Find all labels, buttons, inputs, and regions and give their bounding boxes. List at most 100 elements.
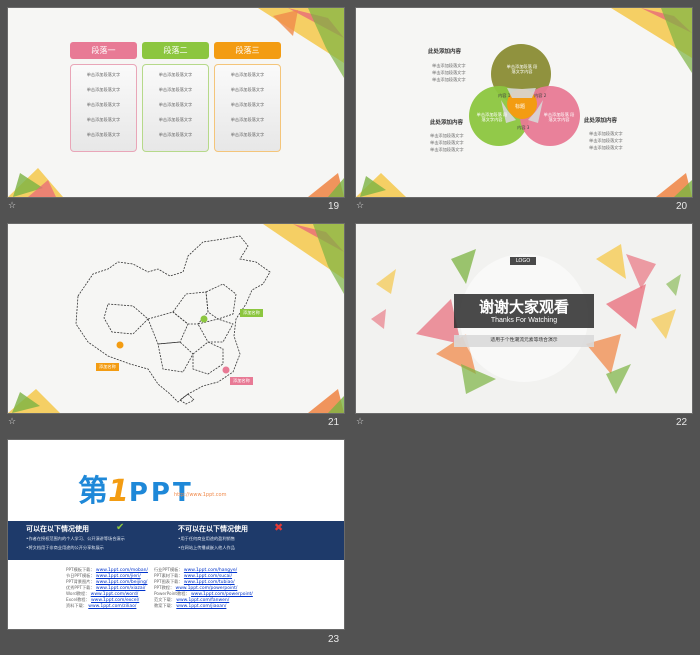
slide-thumbnail-23[interactable]: 第1PPT http://www.1ppt.com 可以在以下情况使用 ✔ •作… bbox=[8, 440, 344, 629]
column-2-line: 单击添加段落文字 bbox=[158, 132, 193, 137]
title-band bbox=[454, 294, 594, 328]
closing-tagline: 适用于个性潮流元素等场合演示 bbox=[490, 338, 558, 343]
column-2-line: 单击添加段落文字 bbox=[158, 87, 193, 92]
slide-number: 19 bbox=[328, 201, 340, 212]
resource-link[interactable]: www.1ppt.com/xiazai/ bbox=[95, 586, 146, 591]
link-label: 资料下载： bbox=[66, 603, 87, 608]
usage-banner: 可以在以下情况使用 ✔ •作者在授权范围内的个人学习、公开演讲等场合演示 •将文… bbox=[8, 521, 344, 560]
resource-link[interactable]: www.1ppt.com/jieri/ bbox=[95, 574, 141, 579]
triangle-decoration bbox=[356, 8, 692, 197]
resource-link[interactable]: www.1ppt.com/fanwen/ bbox=[176, 598, 230, 603]
star-icon[interactable]: ☆ bbox=[356, 201, 365, 211]
cannot-line: •用于任何商业用途的盈利销售 bbox=[178, 536, 235, 541]
link-row: 节日PPT模板： www.1ppt.com/jieri/ bbox=[66, 573, 148, 580]
slide-thumbnail-22[interactable]: LOGO 谢谢大家观看 Thanks For Watching 适用于个性潮流元… bbox=[356, 224, 692, 413]
link-label: 行业PPT模板： bbox=[154, 567, 183, 572]
column-3-line: 单击添加段落文字 bbox=[230, 102, 265, 107]
bullet: 单击添加段落文字 bbox=[430, 147, 464, 152]
circle-text-top: 单击添加段落 段落文字内容 bbox=[506, 64, 538, 75]
link-row: PPT素材下载： www.1ppt.com/sucai/ bbox=[154, 573, 253, 580]
link-row: PPT模板下载： www.1ppt.com/moban/ bbox=[66, 567, 148, 574]
link-row: PPT图表下载： www.1ppt.com/tubiao/ bbox=[154, 579, 253, 586]
map-label-orange: 添加名称 bbox=[96, 363, 119, 372]
logo-badge: LOGO bbox=[510, 257, 536, 265]
resource-link[interactable]: www.1ppt.com/ziliao/ bbox=[88, 604, 137, 609]
column-2-line: 单击添加段落文字 bbox=[158, 72, 193, 77]
resource-link[interactable]: www.1ppt.com/tubiao/ bbox=[183, 580, 235, 585]
resource-links-left: PPT模板下载： www.1ppt.com/moban/ 节日PPT模板： ww… bbox=[66, 567, 148, 610]
china-map bbox=[75, 235, 271, 405]
link-label: PPT素材下载： bbox=[154, 573, 183, 578]
column-2-title: 段落二 bbox=[142, 42, 209, 59]
brand-first: 第 bbox=[78, 474, 108, 509]
slide-number: 20 bbox=[676, 201, 688, 212]
cross-icon: ✖ bbox=[274, 521, 284, 534]
star-icon[interactable]: ☆ bbox=[8, 201, 17, 211]
bullet: 单击添加段落文字 bbox=[430, 140, 464, 145]
slide-thumbnail-21[interactable]: 添加名称 添加名称 添加名称 bbox=[8, 224, 344, 413]
closing-title: 谢谢大家观看 bbox=[478, 298, 569, 316]
slide-thumbnail-20[interactable]: 此处添加内容 单击添加段落文字 单击添加段落文字 单击添加段落文字 此处添加内容… bbox=[356, 8, 692, 197]
venn-title: 标题 bbox=[515, 104, 526, 110]
resource-link[interactable]: www.1ppt.com/excel/ bbox=[91, 598, 140, 603]
marker-orange bbox=[116, 341, 124, 349]
column-2-line: 单击添加段落文字 bbox=[158, 102, 193, 107]
marker-green bbox=[200, 315, 208, 323]
triangle-decoration bbox=[8, 8, 344, 197]
can-line: •作者在授权范围内的个人学习、公开演讲等场合演示 bbox=[26, 536, 125, 541]
resource-link[interactable]: www.1ppt.com/beijing/ bbox=[95, 580, 148, 585]
circle-text-left: 单击添加段落 段落文字内容 bbox=[476, 112, 508, 123]
resource-link[interactable]: www.1ppt.com/word/ bbox=[90, 592, 139, 597]
link-row: Excel教程： www.1ppt.com/excel/ bbox=[66, 597, 148, 604]
segment-1: 内容 1 bbox=[498, 93, 511, 98]
map-label-pink: 添加名称 bbox=[230, 377, 253, 386]
link-label: PPT模板下载： bbox=[66, 567, 95, 572]
column-1-box: 单击添加段落文字 单击添加段落文字 单击添加段落文字 单击添加段落文字 单击添加… bbox=[70, 64, 137, 152]
cannot-title: 不可以在以下情况使用 bbox=[178, 525, 248, 533]
link-row: 教案下载： www.1ppt.com/jiaoan/ bbox=[154, 603, 253, 610]
column-3-line: 单击添加段落文字 bbox=[230, 72, 265, 77]
link-row: Word教程： www.1ppt.com/word/ bbox=[66, 591, 148, 598]
link-label: 节日PPT模板： bbox=[66, 573, 95, 578]
column-2: 段落二 单击添加段落文字 单击添加段落文字 单击添加段落文字 单击添加段落文字 … bbox=[142, 42, 209, 152]
resource-link[interactable]: www.1ppt.com/sucai/ bbox=[183, 574, 233, 579]
link-row: 范文下载： www.1ppt.com/fanwen/ bbox=[154, 597, 253, 604]
resource-link[interactable]: www.1ppt.com/jiaoan/ bbox=[176, 604, 227, 609]
bullet: 单击添加段落文字 bbox=[589, 145, 623, 150]
resource-link[interactable]: www.1ppt.com/powerpoint/ bbox=[190, 592, 253, 597]
slide-thumbnail-19[interactable]: 段落一 单击添加段落文字 单击添加段落文字 单击添加段落文字 单击添加段落文字 … bbox=[8, 8, 344, 197]
column-1: 段落一 单击添加段落文字 单击添加段落文字 单击添加段落文字 单击添加段落文字 … bbox=[70, 42, 137, 152]
column-3-title: 段落三 bbox=[214, 42, 281, 59]
resource-links-right: 行业PPT模板： www.1ppt.com/hangye/ PPT素材下载： w… bbox=[154, 567, 253, 610]
column-3-line: 单击添加段落文字 bbox=[230, 117, 265, 122]
link-row: 优秀PPT下载： www.1ppt.com/xiazai/ bbox=[66, 585, 148, 592]
link-label: 优秀PPT下载： bbox=[66, 585, 95, 590]
heading-right: 此处添加内容 bbox=[584, 118, 618, 124]
column-1-line: 单击添加段落文字 bbox=[86, 102, 121, 107]
resource-link[interactable]: www.1ppt.com/hangye/ bbox=[183, 568, 238, 573]
link-row: PowerPoint教程： www.1ppt.com/powerpoint/ bbox=[154, 591, 253, 598]
column-1-title: 段落一 bbox=[70, 42, 137, 59]
star-icon[interactable]: ☆ bbox=[356, 417, 365, 427]
column-1-line: 单击添加段落文字 bbox=[86, 87, 121, 92]
column-2-box: 单击添加段落文字 单击添加段落文字 单击添加段落文字 单击添加段落文字 单击添加… bbox=[142, 64, 209, 152]
slide-number: 22 bbox=[676, 417, 688, 428]
heading-top: 此处添加内容 bbox=[428, 49, 462, 55]
link-row: 行业PPT模板： www.1ppt.com/hangye/ bbox=[154, 567, 253, 574]
triangle-decoration bbox=[8, 224, 344, 413]
resource-link[interactable]: www.1ppt.com/moban/ bbox=[95, 568, 148, 573]
column-2-line: 单击添加段落文字 bbox=[158, 117, 193, 122]
bullet: 单击添加段落文字 bbox=[432, 63, 466, 68]
column-1-line: 单击添加段落文字 bbox=[86, 132, 121, 137]
heading-left: 此处添加内容 bbox=[430, 120, 464, 126]
link-label: PowerPoint教程： bbox=[154, 591, 190, 596]
brand-ppt: PPT bbox=[128, 478, 194, 508]
resource-link[interactable]: www.1ppt.com/powerpoint/ bbox=[175, 586, 238, 591]
column-3-box: 单击添加段落文字 单击添加段落文字 单击添加段落文字 单击添加段落文字 单击添加… bbox=[214, 64, 281, 152]
star-icon[interactable]: ☆ bbox=[8, 417, 17, 427]
link-label: PPT图表下载： bbox=[154, 579, 183, 584]
cannot-line: •在网站上传播或嵌入他人作品 bbox=[178, 545, 235, 550]
column-1-line: 单击添加段落文字 bbox=[86, 117, 121, 122]
link-label: Word教程： bbox=[66, 591, 90, 596]
link-label: PPT教程： bbox=[154, 585, 175, 590]
